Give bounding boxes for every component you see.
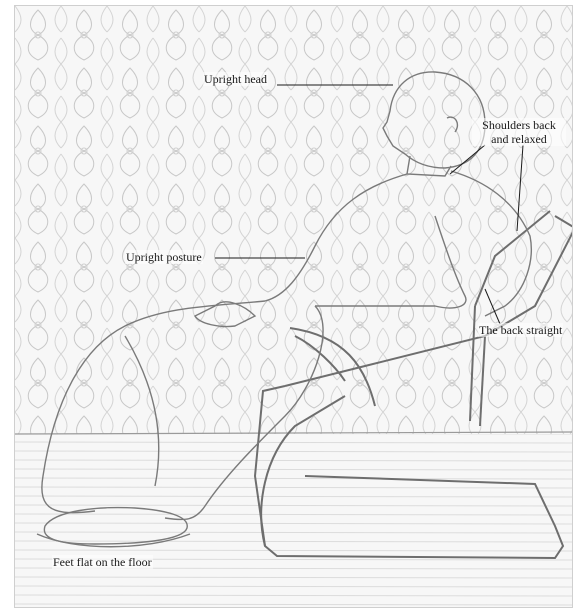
wallpaper-pattern — [15, 6, 572, 434]
label-upright-posture: Upright posture — [125, 250, 203, 264]
label-shoulders-line2: and relaxed — [473, 132, 565, 146]
label-upright-head: Upright head — [203, 72, 268, 86]
label-feet-flat: Feet flat on the floor — [52, 555, 153, 569]
seated-posture-sketch — [14, 5, 573, 608]
sketch-illustration — [15, 6, 572, 607]
label-shoulders: Shoulders back and relaxed — [472, 118, 566, 146]
label-back-straight: The back straight — [478, 323, 563, 337]
floor — [15, 434, 572, 607]
label-shoulders-line1: Shoulders back — [473, 118, 565, 132]
